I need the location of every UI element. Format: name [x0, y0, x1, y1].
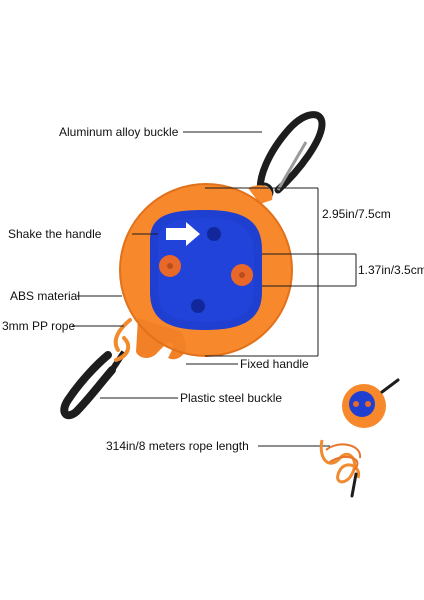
shake-arrow-icon	[166, 222, 200, 246]
label-rope-length: 314in/8 meters rope length	[106, 439, 249, 453]
label-pp-rope: 3mm PP rope	[2, 319, 76, 333]
label-aluminum-buckle: Aluminum alloy buckle	[59, 125, 179, 139]
label-abs-material: ABS material	[10, 289, 81, 303]
dimension-height: 2.95in/7.5cm	[322, 207, 391, 221]
rope-length-thumbnail	[319, 378, 400, 498]
label-fixed-handle: Fixed handle	[240, 357, 309, 371]
label-plastic-steel-buckle: Plastic steel buckle	[180, 391, 283, 405]
leader-lines	[72, 131, 357, 447]
dimension-hub: 1.37in/3.5cm	[358, 263, 424, 277]
pp-rope-knot	[113, 318, 132, 362]
label-shake-handle: Shake the handle	[8, 227, 102, 241]
